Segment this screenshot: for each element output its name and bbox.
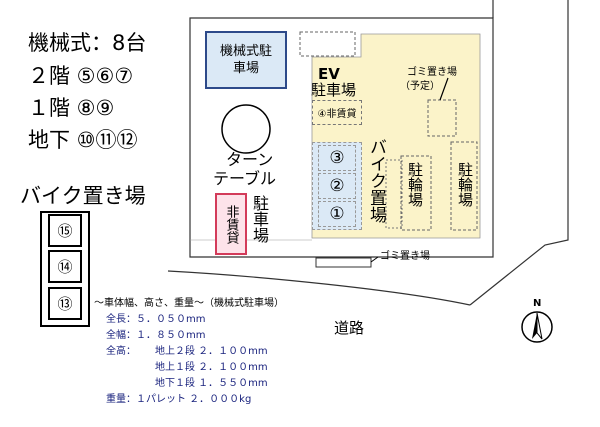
non-rental-label: 非賃貸	[223, 204, 239, 244]
turntable-circle	[221, 104, 271, 154]
mechanical-parking-box: 機械式駐車場	[205, 31, 287, 89]
planned-garbage-note: （予定）	[400, 81, 440, 92]
ev-label: EV	[318, 65, 340, 83]
planned-garbage-box	[427, 99, 457, 137]
spec-title: ～車体幅、高さ、重量～（機械式駐車場）	[94, 298, 284, 309]
spot-4: ④非賃貸	[312, 100, 362, 125]
north-arrow: N	[520, 298, 554, 346]
summary-floor-1: １階 ⑧⑨	[28, 96, 115, 120]
mechanical-parking-label: 機械式駐車場	[219, 44, 272, 76]
planned-garbage-label: ゴミ置き場	[407, 67, 457, 78]
parking-top-label: 駐車場	[311, 81, 357, 99]
spec-length: 全長：５．０５０mm	[106, 314, 206, 325]
summary-basement: 地下 ⑩⑪⑫	[28, 128, 138, 152]
spec-height-label: 全高：	[106, 346, 136, 357]
bottom-garbage-box	[315, 257, 372, 268]
bike-slot-15: ⑮	[48, 214, 82, 247]
summary-mechanical-count: 機械式：8台	[28, 31, 147, 55]
spec-height-b1: 地下１段 １．５５０mm	[155, 378, 268, 389]
parking-left-label: 駐車場	[250, 195, 269, 243]
non-rental-box: 非賃貸	[215, 193, 247, 255]
bike-area-label: バイク置場	[366, 138, 386, 223]
summary-floor-2: ２階 ⑤⑥⑦	[28, 64, 134, 88]
spec-height-1f: 地上１段 ２．１００mm	[155, 362, 268, 373]
spec-height-2f: 地上２段 ２．１００mm	[155, 346, 268, 357]
bicycle-parking-2: 駐輪場	[456, 162, 474, 207]
spot-1: ①	[318, 201, 356, 227]
bike-slot-13: ⑬	[48, 287, 82, 320]
road-label: 道路	[334, 319, 365, 337]
turntable-label-1: ターン	[226, 150, 274, 169]
bottom-garbage-label: ゴミ置き場	[380, 251, 430, 262]
road-edge-right	[469, 0, 569, 306]
road-edge-line	[167, 270, 471, 306]
spot-3: ③	[318, 145, 356, 171]
top-dashed-box	[299, 31, 356, 57]
bike-parking-title: バイク置き場	[20, 184, 146, 208]
spec-width: 全幅：１．８５０mm	[106, 330, 206, 341]
north-label: N	[533, 298, 542, 309]
turntable-label-2: テーブル	[213, 169, 277, 188]
bicycle-parking-1: 駐輪場	[406, 162, 424, 207]
spec-weight: 重量：１パレット ２．０００kg	[106, 394, 252, 405]
compass-icon	[521, 311, 553, 343]
spot-2: ②	[318, 173, 356, 199]
bike-slot-14: ⑭	[48, 250, 82, 283]
